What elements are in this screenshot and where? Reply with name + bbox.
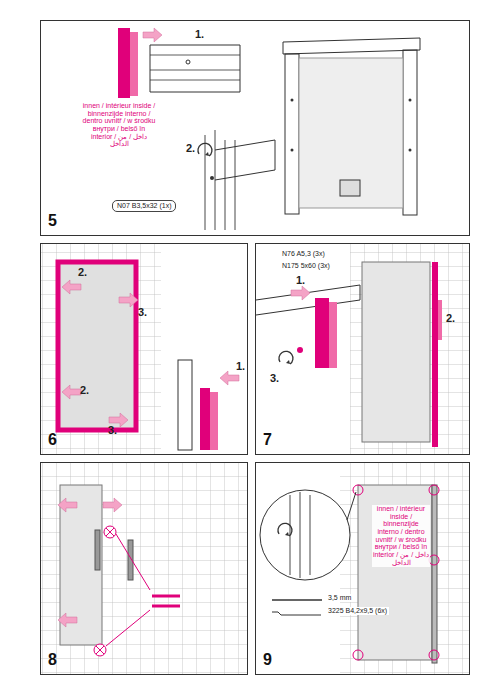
callout-number: 3.	[108, 424, 117, 436]
callout-number: 2.	[78, 266, 87, 278]
step-number: 8	[48, 651, 57, 669]
step-number: 9	[263, 651, 272, 669]
inside-note: innen / intérieur inside / binnenzijde i…	[372, 505, 430, 567]
fastener-spec: N76 A5,3 (3x)	[280, 250, 327, 258]
step-7-art	[256, 244, 469, 454]
step-panel: 7	[255, 243, 470, 455]
step-number: 6	[48, 431, 57, 449]
step-number: 7	[263, 431, 272, 449]
fastener-spec: N175 5x60 (3x)	[280, 262, 332, 270]
callout-number: 3.	[138, 306, 147, 318]
callout-number: 2.	[186, 142, 195, 154]
dimension: 3,5 mm	[326, 594, 353, 602]
step-panel: 8	[40, 462, 248, 675]
callout-number: 2.	[446, 312, 455, 324]
step-9-art	[260, 463, 469, 674]
callout-number: 2.	[80, 384, 89, 396]
callout-number: 3.	[270, 372, 279, 384]
fastener-spec: 3225 B4,2x9,5 (6x)	[326, 607, 389, 615]
inside-note: innen / intérieur inside / binnenzijde i…	[82, 102, 156, 148]
step-number: 5	[48, 212, 57, 230]
step-6-art	[41, 244, 239, 454]
callout-number: 1.	[296, 274, 305, 286]
fastener-spec: N07 B3,5x32 (1x)	[112, 200, 176, 212]
step-8-art	[41, 463, 247, 674]
callout-number: 1.	[195, 28, 204, 40]
callout-number: 1.	[236, 360, 245, 372]
step-panel: 6	[40, 243, 248, 455]
step-panel: 9	[255, 462, 470, 675]
